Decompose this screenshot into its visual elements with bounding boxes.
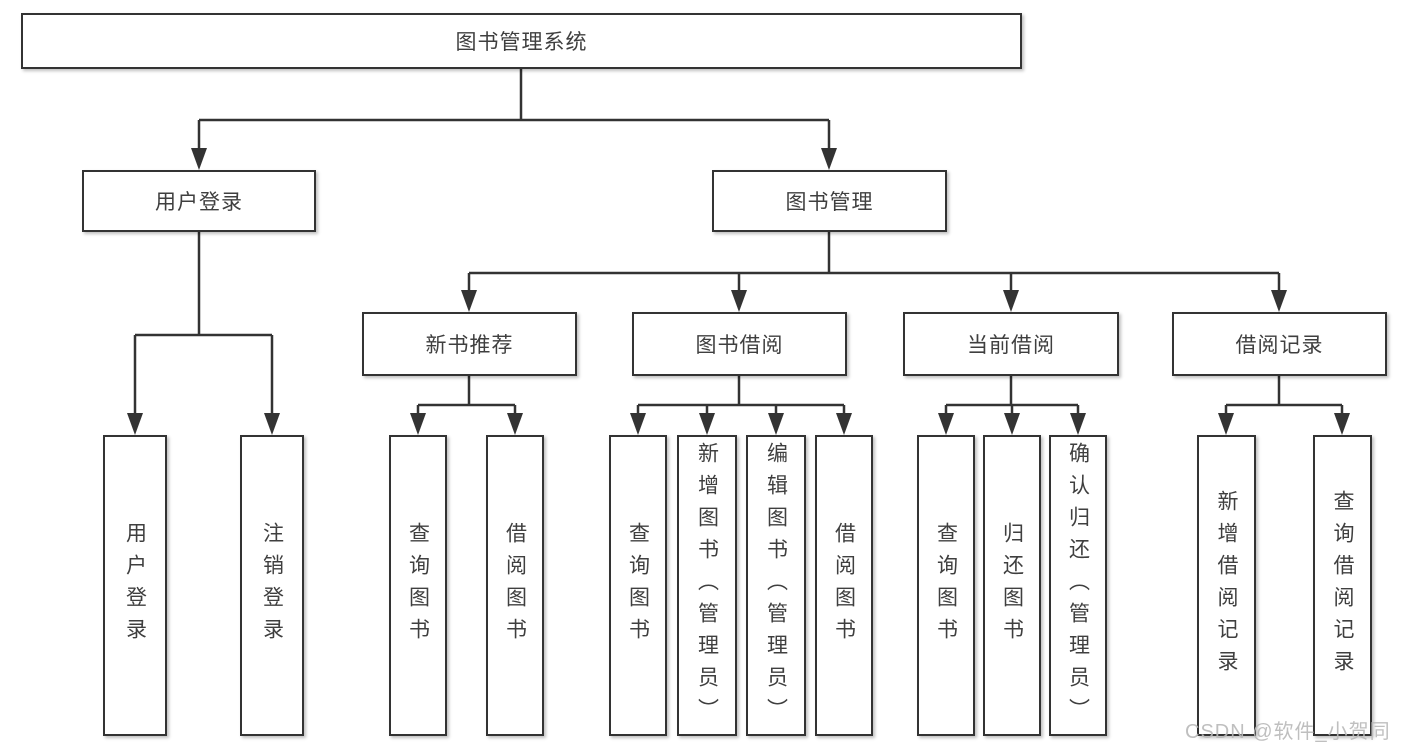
node-label: 确认归还（管理员） bbox=[1066, 441, 1090, 730]
node-label: 查询图书 bbox=[934, 521, 958, 650]
leaf-query-books-current: 查询图书 bbox=[917, 435, 975, 736]
node-library-management-system: 图书管理系统 bbox=[21, 13, 1022, 69]
connector-new-book-children bbox=[408, 376, 525, 437]
connector-borrow-records-children bbox=[1216, 376, 1352, 437]
leaf-borrow-books: 借阅图书 bbox=[815, 435, 873, 736]
node-label: 归还图书 bbox=[1000, 521, 1024, 650]
node-label: 借阅图书 bbox=[832, 521, 856, 650]
node-user-login: 用户登录 bbox=[82, 170, 316, 232]
node-label: 新增借阅记录 bbox=[1215, 489, 1238, 682]
node-label: 图书管理系统 bbox=[455, 31, 588, 54]
node-label: 查询借阅记录 bbox=[1331, 489, 1354, 682]
connector-book-management-children bbox=[459, 232, 1289, 314]
watermark-text: CSDN @软件_小贺同学 bbox=[1185, 721, 1391, 743]
node-label: 注销登录 bbox=[260, 521, 284, 650]
node-borrow-records: 借阅记录 bbox=[1172, 312, 1387, 376]
leaf-borrow-books-recommend: 借阅图书 bbox=[486, 435, 544, 736]
node-label: 借阅记录 bbox=[1235, 334, 1324, 357]
node-label: 新增图书（管理员） bbox=[695, 441, 719, 730]
node-book-management: 图书管理 bbox=[712, 170, 947, 232]
node-label: 新书推荐 bbox=[425, 334, 514, 357]
node-label: 图书借阅 bbox=[695, 334, 784, 357]
leaf-query-books-borrow: 查询图书 bbox=[609, 435, 667, 736]
node-label: 图书管理 bbox=[785, 191, 874, 214]
leaf-logout: 注销登录 bbox=[240, 435, 304, 736]
node-label: 编辑图书（管理员） bbox=[764, 441, 788, 730]
node-label: 借阅图书 bbox=[503, 521, 527, 650]
leaf-add-borrow-record: 新增借阅记录 bbox=[1197, 435, 1256, 736]
node-label: 查询图书 bbox=[406, 521, 430, 650]
connector-current-borrow-children bbox=[936, 376, 1088, 437]
leaf-query-borrow-record: 查询借阅记录 bbox=[1313, 435, 1372, 736]
leaf-add-books-admin: 新增图书（管理员） bbox=[677, 435, 737, 736]
connector-root-to-level2 bbox=[189, 69, 839, 172]
node-new-book-recommend: 新书推荐 bbox=[362, 312, 577, 376]
leaf-query-books-recommend: 查询图书 bbox=[389, 435, 447, 736]
leaf-edit-books-admin: 编辑图书（管理员） bbox=[746, 435, 806, 736]
leaf-return-books: 归还图书 bbox=[983, 435, 1041, 736]
node-label: 用户登录 bbox=[123, 521, 147, 650]
connector-user-login-children bbox=[125, 232, 282, 437]
node-label: 用户登录 bbox=[155, 191, 243, 214]
node-label: 当前借阅 bbox=[967, 334, 1055, 357]
leaf-confirm-return-admin: 确认归还（管理员） bbox=[1049, 435, 1107, 736]
node-label: 查询图书 bbox=[626, 521, 650, 650]
node-current-borrow: 当前借阅 bbox=[903, 312, 1119, 376]
connector-book-borrow-children bbox=[628, 376, 854, 437]
leaf-user-login: 用户登录 bbox=[103, 435, 167, 736]
node-book-borrow: 图书借阅 bbox=[632, 312, 847, 376]
